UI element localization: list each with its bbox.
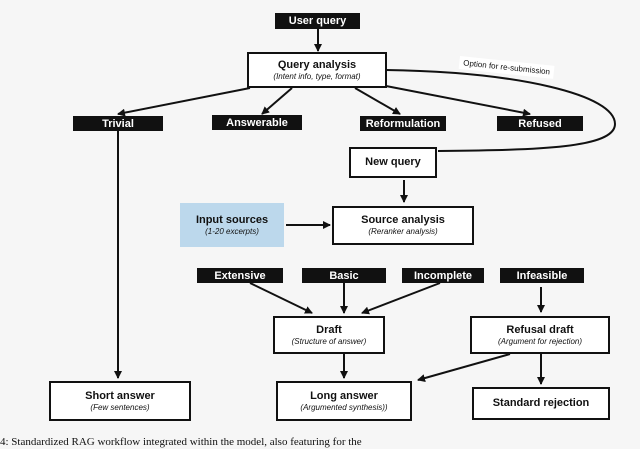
arrow-analysis-to-reformulation [354, 87, 401, 115]
node-trivial: Trivial [73, 116, 163, 131]
node-short-answer: Short answer (Few sentences) [49, 381, 191, 421]
source-analysis-subtitle: (Reranker analysis) [368, 227, 438, 236]
standard-rejection-title: Standard rejection [492, 397, 590, 409]
node-source-analysis: Source analysis (Reranker analysis) [332, 206, 474, 245]
node-reformulation: Reformulation [360, 116, 446, 131]
figure-caption: 4: Standardized RAG workflow integrated … [0, 436, 362, 448]
arrow-analysis-to-refused [385, 85, 531, 117]
arrow-analysis-to-trivial [117, 87, 251, 117]
arrow-extensive-to-draft [249, 282, 313, 314]
node-user-query: User query [275, 13, 360, 29]
resubmission-loop [385, 69, 617, 152]
node-answerable: Answerable [212, 115, 302, 130]
short-answer-title: Short answer [85, 389, 155, 402]
node-infeasible: Infeasible [500, 268, 584, 283]
arrow-refusal-to-long [417, 353, 511, 382]
input-sources-subtitle: (1-20 excerpts) [205, 226, 259, 236]
node-new-query: New query [349, 147, 437, 178]
node-refusal-draft: Refusal draft (Argument for rejection) [470, 316, 610, 354]
node-refused: Refused [497, 116, 583, 131]
query-analysis-title: Query analysis [277, 58, 357, 71]
node-extensive: Extensive [197, 268, 283, 283]
draft-subtitle: (Structure of answer) [291, 336, 367, 346]
arrow-analysis-to-answerable [261, 87, 293, 115]
long-answer-subtitle: (Argumented synthesis)) [300, 402, 388, 412]
arrow-incomplete-to-draft [361, 282, 441, 315]
refusal-draft-title: Refusal draft [506, 323, 574, 336]
source-analysis-title: Source analysis [361, 214, 445, 226]
node-input-sources: Input sources (1-20 excerpts) [180, 203, 284, 247]
draft-title: Draft [316, 323, 342, 336]
long-answer-title: Long answer [310, 389, 378, 402]
node-query-analysis: Query analysis (Intent info, type, forma… [247, 52, 387, 88]
node-basic: Basic [302, 268, 386, 283]
input-sources-title: Input sources [195, 213, 269, 226]
query-analysis-subtitle: (Intent info, type, format) [273, 71, 361, 81]
new-query-title: New query [365, 156, 421, 168]
node-long-answer: Long answer (Argumented synthesis)) [276, 381, 412, 421]
short-answer-subtitle: (Few sentences) [90, 402, 150, 412]
node-incomplete: Incomplete [402, 268, 484, 283]
refusal-draft-subtitle: (Argument for rejection) [497, 336, 583, 346]
node-draft: Draft (Structure of answer) [273, 316, 385, 354]
node-standard-rejection: Standard rejection [472, 387, 610, 420]
